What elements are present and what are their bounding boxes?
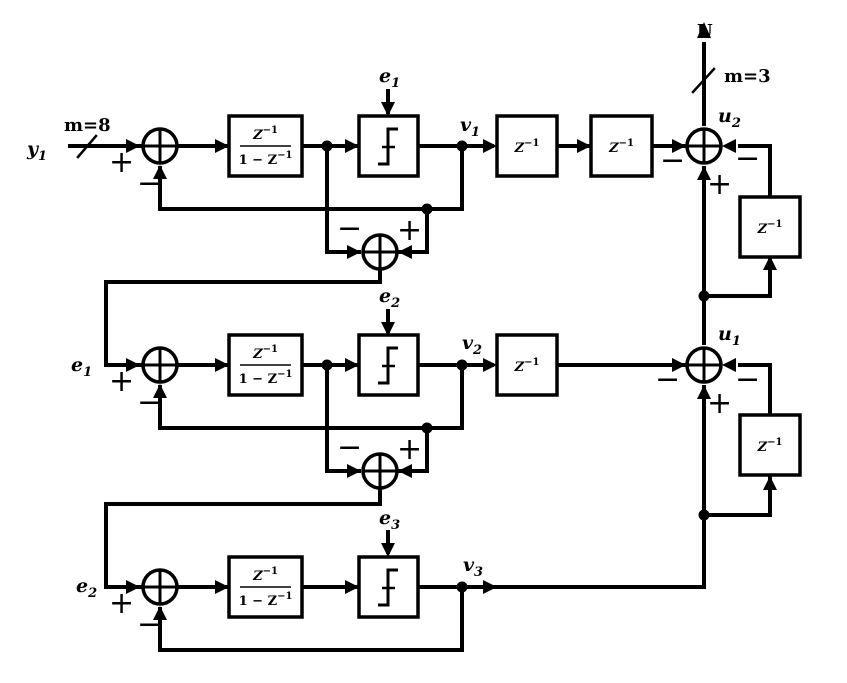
junction-dots	[321, 140, 710, 593]
integrator-block-2: Z−1 1 − Z−1	[227, 333, 304, 397]
sum-output-u1	[685, 346, 723, 384]
summing-junctions	[141, 127, 723, 606]
label-y1: y1	[26, 138, 47, 164]
sign-minus: −	[655, 362, 680, 397]
svg-text:Z−1: Z−1	[757, 219, 783, 237]
sum-output-u2	[685, 127, 723, 165]
sign-minus: −	[137, 385, 162, 420]
quantizer-block-2	[357, 333, 420, 397]
svg-text:Z−1: Z−1	[252, 566, 278, 584]
label-e3-input: e3	[379, 507, 400, 533]
sign-minus: −	[337, 430, 362, 465]
sum-stage3-input	[141, 568, 179, 606]
sum-stage1-error	[361, 233, 399, 271]
svg-text:1 − Z−1: 1 − Z−1	[239, 150, 293, 168]
sign-marks: + − − + + − − + + − − − + − − +	[109, 141, 760, 642]
label-v2: v2	[462, 332, 482, 358]
label-e1-left: e1	[71, 354, 92, 380]
svg-text:Z−1: Z−1	[608, 138, 634, 156]
label-v1: v1	[460, 114, 480, 140]
sign-plus: +	[707, 386, 732, 421]
integrator-block-3: Z−1 1 − Z−1	[227, 555, 304, 619]
label-u1: u1	[718, 323, 741, 349]
sign-plus: +	[707, 167, 732, 202]
sign-plus: +	[109, 586, 134, 621]
svg-text:1 − Z−1: 1 − Z−1	[239, 369, 293, 387]
label-v3: v3	[463, 554, 483, 580]
svg-text:Z−1: Z−1	[514, 357, 540, 375]
sum-stage2-input	[141, 346, 179, 384]
sign-minus: −	[337, 211, 362, 246]
svg-text:Z−1: Z−1	[252, 344, 278, 362]
integrator-block-1: Z−1 1 − Z−1	[227, 114, 304, 178]
sign-minus: −	[735, 362, 760, 397]
delay-block-u2-feedback: Z−1	[738, 195, 802, 259]
label-e2-input: e2	[379, 285, 400, 311]
signal-labels: y1 e1 v1 u2 e1 e2 v2 u1 e2 e3 v3 U m=8 m…	[26, 21, 771, 601]
delay-block-v1-a: Z−1	[495, 114, 559, 178]
label-output-U: U	[697, 21, 713, 42]
sign-plus: +	[397, 213, 422, 248]
sign-minus: −	[137, 607, 162, 642]
svg-text:1 − Z−1: 1 − Z−1	[239, 591, 293, 609]
sign-minus: −	[735, 141, 760, 176]
sum-stage2-error	[361, 452, 399, 490]
sign-minus: −	[660, 143, 685, 178]
label-e1-input: e1	[379, 65, 400, 91]
arrowheads	[126, 22, 777, 620]
sign-plus: +	[109, 364, 134, 399]
svg-text:Z−1: Z−1	[514, 138, 540, 156]
quantizer-block-3	[357, 555, 420, 619]
label-e2-left: e2	[76, 575, 97, 601]
svg-text:Z−1: Z−1	[252, 125, 278, 143]
label-u2: u2	[718, 105, 741, 131]
label-input-width: m=8	[64, 115, 111, 136]
quantizer-block-1	[357, 114, 420, 178]
label-output-width: m=3	[724, 66, 771, 87]
sign-plus: +	[397, 432, 422, 467]
sign-plus: +	[109, 145, 134, 180]
svg-text:Z−1: Z−1	[757, 437, 783, 455]
delay-block-v2: Z−1	[495, 333, 559, 397]
delay-block-u1-feedback: Z−1	[738, 413, 802, 477]
sum-stage1-input	[141, 127, 179, 165]
delay-block-v1-b: Z−1	[589, 114, 654, 178]
sign-minus: −	[137, 166, 162, 201]
